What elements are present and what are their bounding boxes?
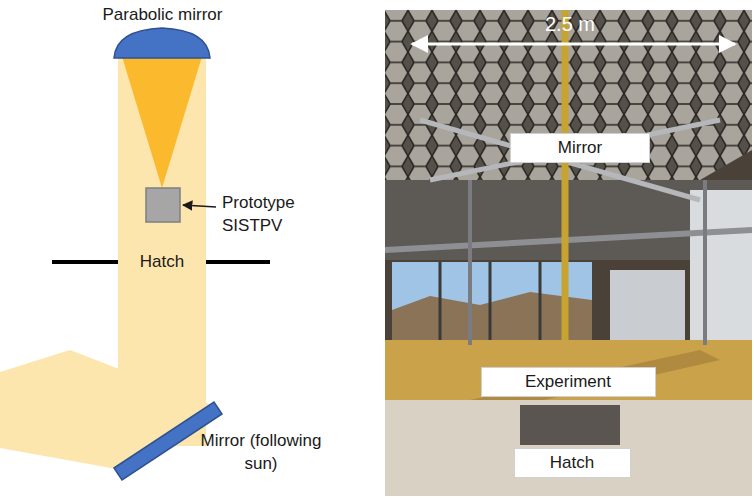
prototype-box bbox=[146, 188, 180, 222]
dimension-arrow bbox=[412, 43, 735, 46]
hatch-line bbox=[206, 260, 270, 264]
focused-cone bbox=[120, 50, 204, 188]
leader-arrow bbox=[183, 205, 216, 207]
photo bbox=[385, 10, 752, 496]
schematic bbox=[0, 28, 270, 480]
part-label: Hatch bbox=[118, 251, 206, 274]
light-beam bbox=[118, 46, 206, 446]
box-text: Hatch bbox=[550, 453, 594, 473]
box-text: Experiment bbox=[525, 372, 611, 392]
parabolic-mirror bbox=[114, 28, 210, 58]
photo-label-box: Hatch bbox=[514, 448, 631, 478]
part-label: Mirror (following sun) bbox=[196, 430, 326, 476]
photo-label-box: Experiment bbox=[481, 367, 656, 397]
box-text: Mirror bbox=[558, 138, 602, 158]
part-label: Parabolic mirror bbox=[70, 4, 255, 27]
part-label: Prototype SISTPV bbox=[222, 192, 332, 238]
dimension-label: 2.5 m bbox=[510, 11, 630, 38]
hatch-line bbox=[52, 260, 118, 264]
photo-label-box: Mirror bbox=[510, 133, 650, 163]
